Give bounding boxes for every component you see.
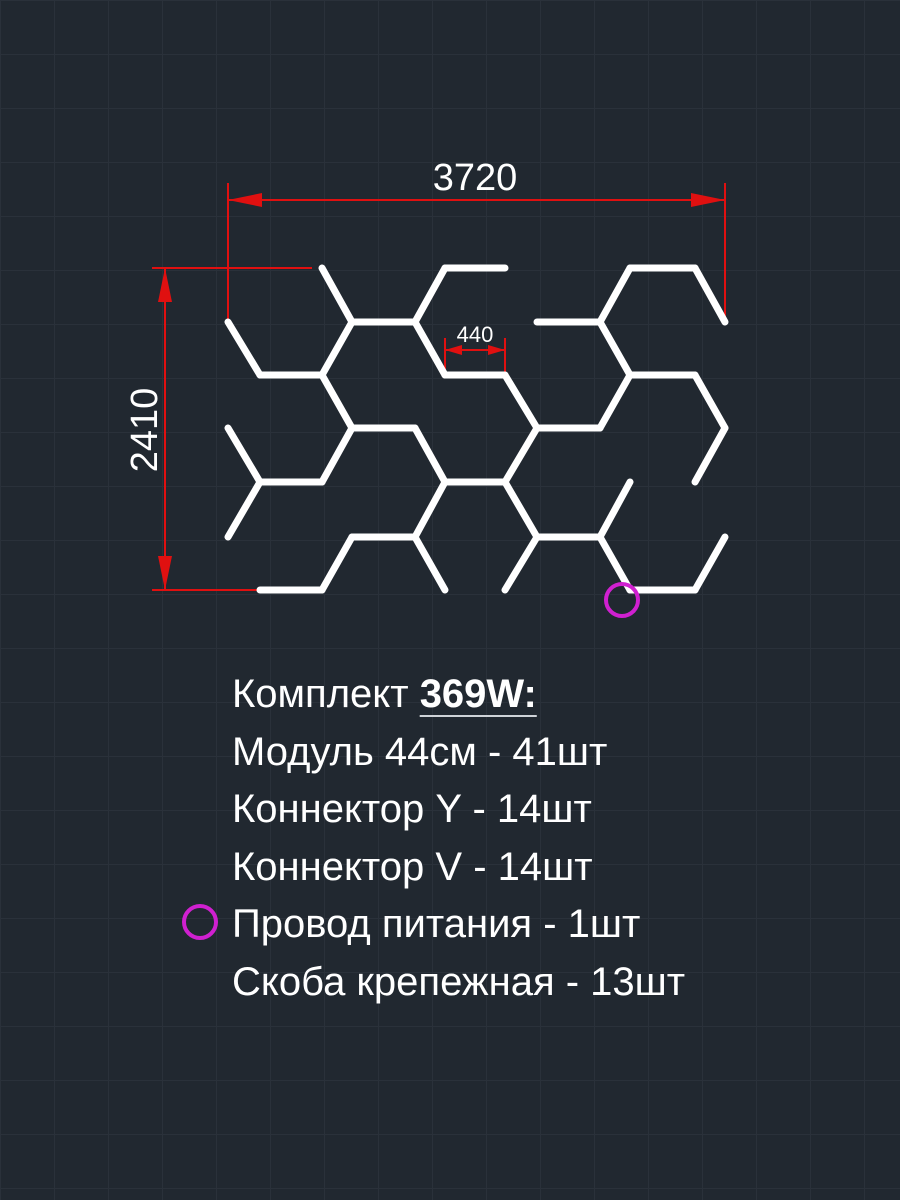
kit-item-connector-v: Коннектор V - 14шт: [232, 844, 593, 889]
led-module: [318, 424, 356, 486]
led-module: [318, 318, 356, 379]
led-module: [596, 371, 634, 432]
arrow-left-icon: [445, 345, 462, 355]
dimension-lines: [152, 183, 726, 591]
led-module: [411, 318, 449, 379]
kit-contents: Комплект 369W: Модуль 44см - 41шт Коннек…: [232, 668, 685, 1013]
kit-title-prefix: Комплект: [232, 672, 409, 716]
power-cable-marker-icon: [604, 582, 640, 618]
arrow-right-icon: [691, 193, 725, 207]
led-module: [501, 533, 541, 594]
width-dimension-label: 3720: [433, 157, 518, 199]
height-dimension-label: 2410: [124, 388, 166, 473]
kit-item-module: Модуль 44см - 41шт: [232, 729, 608, 774]
arrow-up-icon: [158, 268, 172, 302]
hex-modules: [224, 264, 729, 594]
module-dimension-label: 440: [457, 322, 494, 347]
led-module: [501, 371, 541, 432]
kit-power: 369W:: [419, 672, 537, 716]
kit-item-bracket: Скоба крепежная - 13шт: [232, 959, 686, 1004]
led-module: [596, 318, 634, 379]
led-module: [318, 533, 356, 594]
led-module: [411, 478, 449, 541]
led-module: [596, 533, 634, 594]
arrow-left-icon: [228, 193, 262, 207]
arrow-down-icon: [158, 556, 172, 590]
led-module: [596, 478, 634, 541]
led-module: [596, 264, 634, 326]
kit-item-power-cable: Провод питания - 1шт: [232, 902, 641, 946]
arrow-right-icon: [488, 345, 505, 355]
led-module: [318, 371, 356, 432]
led-module: [224, 478, 264, 541]
kit-item-connector-y: Коннектор Y - 14шт: [232, 787, 592, 831]
led-module: [411, 424, 449, 486]
led-module: [691, 424, 729, 486]
led-module: [691, 264, 729, 326]
led-module: [224, 318, 264, 379]
led-module: [224, 424, 264, 486]
led-module: [411, 264, 449, 326]
led-module: [318, 264, 356, 326]
kit-title: Комплект 369W:: [232, 668, 685, 726]
led-module: [501, 424, 541, 486]
led-module: [691, 533, 729, 594]
led-module: [691, 371, 729, 432]
led-module: [501, 478, 541, 541]
led-module: [411, 533, 449, 594]
power-cable-legend-icon: [182, 904, 218, 940]
